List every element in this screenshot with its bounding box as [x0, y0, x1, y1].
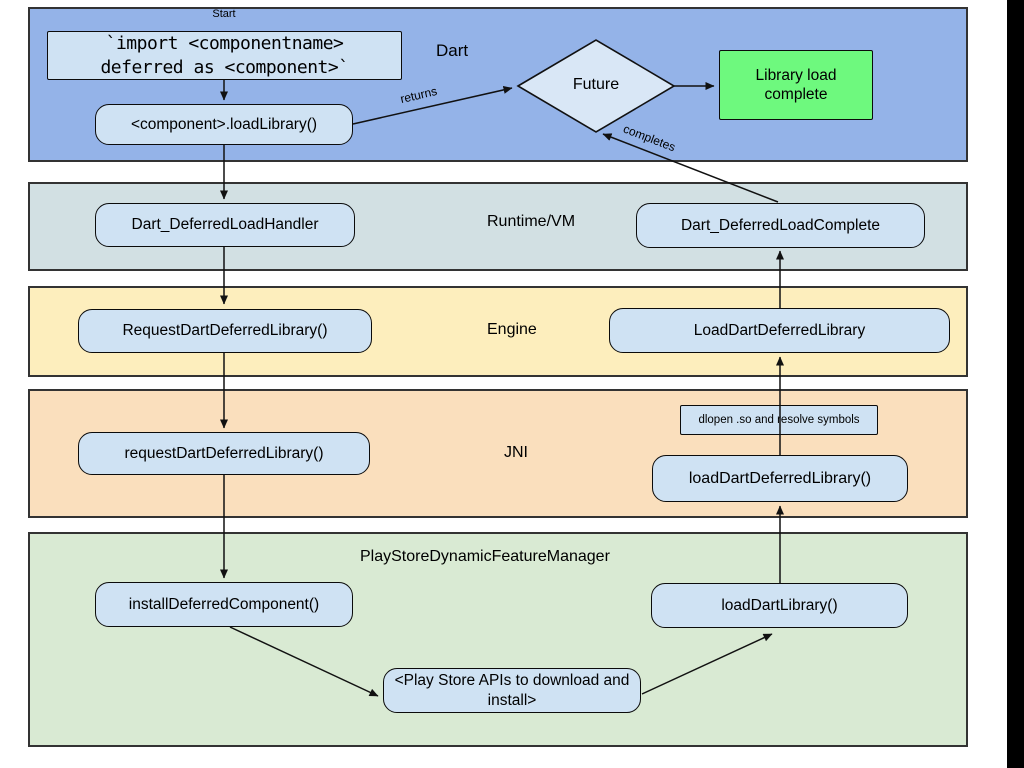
start-label: Start — [212, 8, 236, 20]
layer-label-jni: JNI — [504, 444, 528, 461]
node-request-dart-deferred-library-engine: RequestDartDeferredLibrary() — [78, 309, 372, 353]
layer-label-runtime: Runtime/VM — [487, 213, 576, 230]
layer-label-playstore: PlayStoreDynamicFeatureManager — [360, 548, 610, 565]
import-statement-line2: deferred as <component>` — [100, 56, 349, 78]
node-load-dart-deferred-library-jni: loadDartDeferredLibrary() — [652, 455, 908, 502]
node-play-store-apis: <Play Store APIs to download and install… — [383, 668, 641, 713]
layer-label-dart: Dart — [436, 41, 469, 60]
node-request-dart-deferred-library-jni: requestDartDeferredLibrary() — [78, 432, 370, 475]
import-statement-line1: `import <componentname> — [105, 33, 344, 55]
layer-label-engine: Engine — [487, 321, 537, 338]
node-dart-deferred-load-handler: Dart_DeferredLoadHandler — [95, 203, 355, 247]
screen-edge-bar — [1007, 0, 1024, 768]
node-dart-deferred-load-complete: Dart_DeferredLoadComplete — [636, 203, 925, 248]
node-load-dart-library: loadDartLibrary() — [651, 583, 908, 628]
node-future-diamond-label: Future — [572, 76, 620, 93]
node-import-statement: `import <componentname> deferred as <com… — [47, 31, 402, 80]
node-library-load-complete: Library load complete — [719, 50, 873, 120]
node-load-library: <component>.loadLibrary() — [95, 104, 353, 145]
note-dlopen-resolve-symbols: dlopen .so and resolve symbols — [680, 405, 878, 435]
node-install-deferred-component: installDeferredComponent() — [95, 582, 353, 627]
node-load-dart-deferred-library-engine: LoadDartDeferredLibrary — [609, 308, 950, 353]
